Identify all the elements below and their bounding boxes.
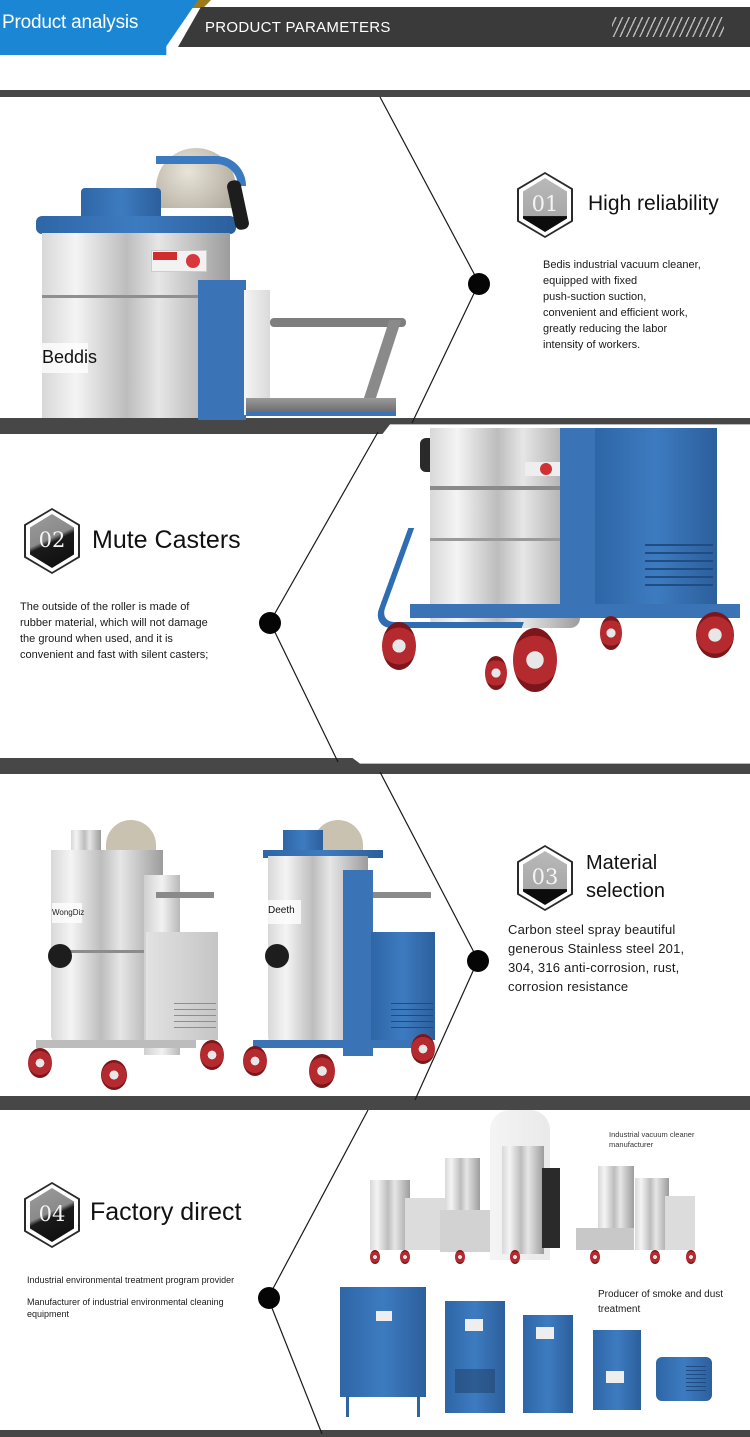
- page-header: Product analysis PRODUCT PARAMETERS: [0, 0, 750, 56]
- feature-description-line-2: Manufacturer of industrial environmental…: [27, 1297, 224, 1319]
- hexagon-badge-02: 02: [24, 508, 80, 574]
- feature-description: Carbon steel spray beautiful generous St…: [508, 922, 685, 994]
- image-caption-smoke-dust: Producer of smoke and dust treatment: [598, 1289, 724, 1315]
- divider-band: [0, 1096, 750, 1110]
- label-backdrop: [267, 900, 301, 924]
- divider-band: [0, 1430, 750, 1437]
- stripes-decoration: [612, 17, 724, 37]
- badge-number: 02: [38, 528, 66, 552]
- hexagon-badge-04: 04: [24, 1182, 80, 1248]
- badge-number: 01: [531, 192, 559, 216]
- feature-description-line-1: Industrial environmental treatment progr…: [27, 1275, 235, 1285]
- header-tab-label: Product analysis: [2, 12, 139, 33]
- divider-band: [0, 90, 750, 97]
- timeline-dot: [468, 273, 490, 295]
- vacuum-cleaner-image-2: [371, 428, 750, 698]
- badge-number: 04: [38, 1202, 66, 1226]
- vacuum-cleaner-image-blue: [243, 820, 443, 1090]
- timeline-dot: [259, 612, 281, 634]
- page-title: PRODUCT PARAMETERS: [205, 19, 391, 36]
- vacuum-cleaner-lineup-image: [360, 1110, 720, 1270]
- vacuum-cleaner-image-stainless: [26, 820, 226, 1090]
- brand-label: Deeth: [268, 905, 295, 916]
- feature-title-material: Material: [586, 852, 658, 874]
- feature-title-high-reliability: High reliability: [588, 192, 719, 215]
- hexagon-badge-03: 03: [517, 845, 573, 911]
- hexagon-badge-01: 01: [517, 172, 573, 238]
- label-backdrop: [52, 903, 82, 923]
- image-caption-vacuum-manufacturer: Industrial vacuum cleaner manufacturer: [609, 1130, 695, 1149]
- brand-label: WongDiz: [52, 908, 85, 917]
- badge-number: 03: [531, 865, 559, 889]
- label-backdrop: [42, 343, 88, 373]
- feature-title-selection: selection: [586, 880, 665, 902]
- brand-label: Beddis: [42, 347, 98, 367]
- timeline-dot: [258, 1287, 280, 1309]
- divider-band: [0, 758, 750, 774]
- timeline-dot: [467, 950, 489, 972]
- feature-title-mute-casters: Mute Casters: [92, 526, 241, 554]
- dust-collector-lineup-image: [340, 1285, 720, 1420]
- vacuum-cleaner-image-1: [36, 140, 416, 420]
- feature-description: Bedis industrial vacuum cleaner, equippe…: [543, 259, 701, 351]
- feature-description: The outside of the roller is made of rub…: [20, 601, 209, 661]
- header-tab: [0, 0, 198, 55]
- feature-title-factory-direct: Factory direct: [90, 1198, 242, 1226]
- header-accent: [185, 0, 211, 8]
